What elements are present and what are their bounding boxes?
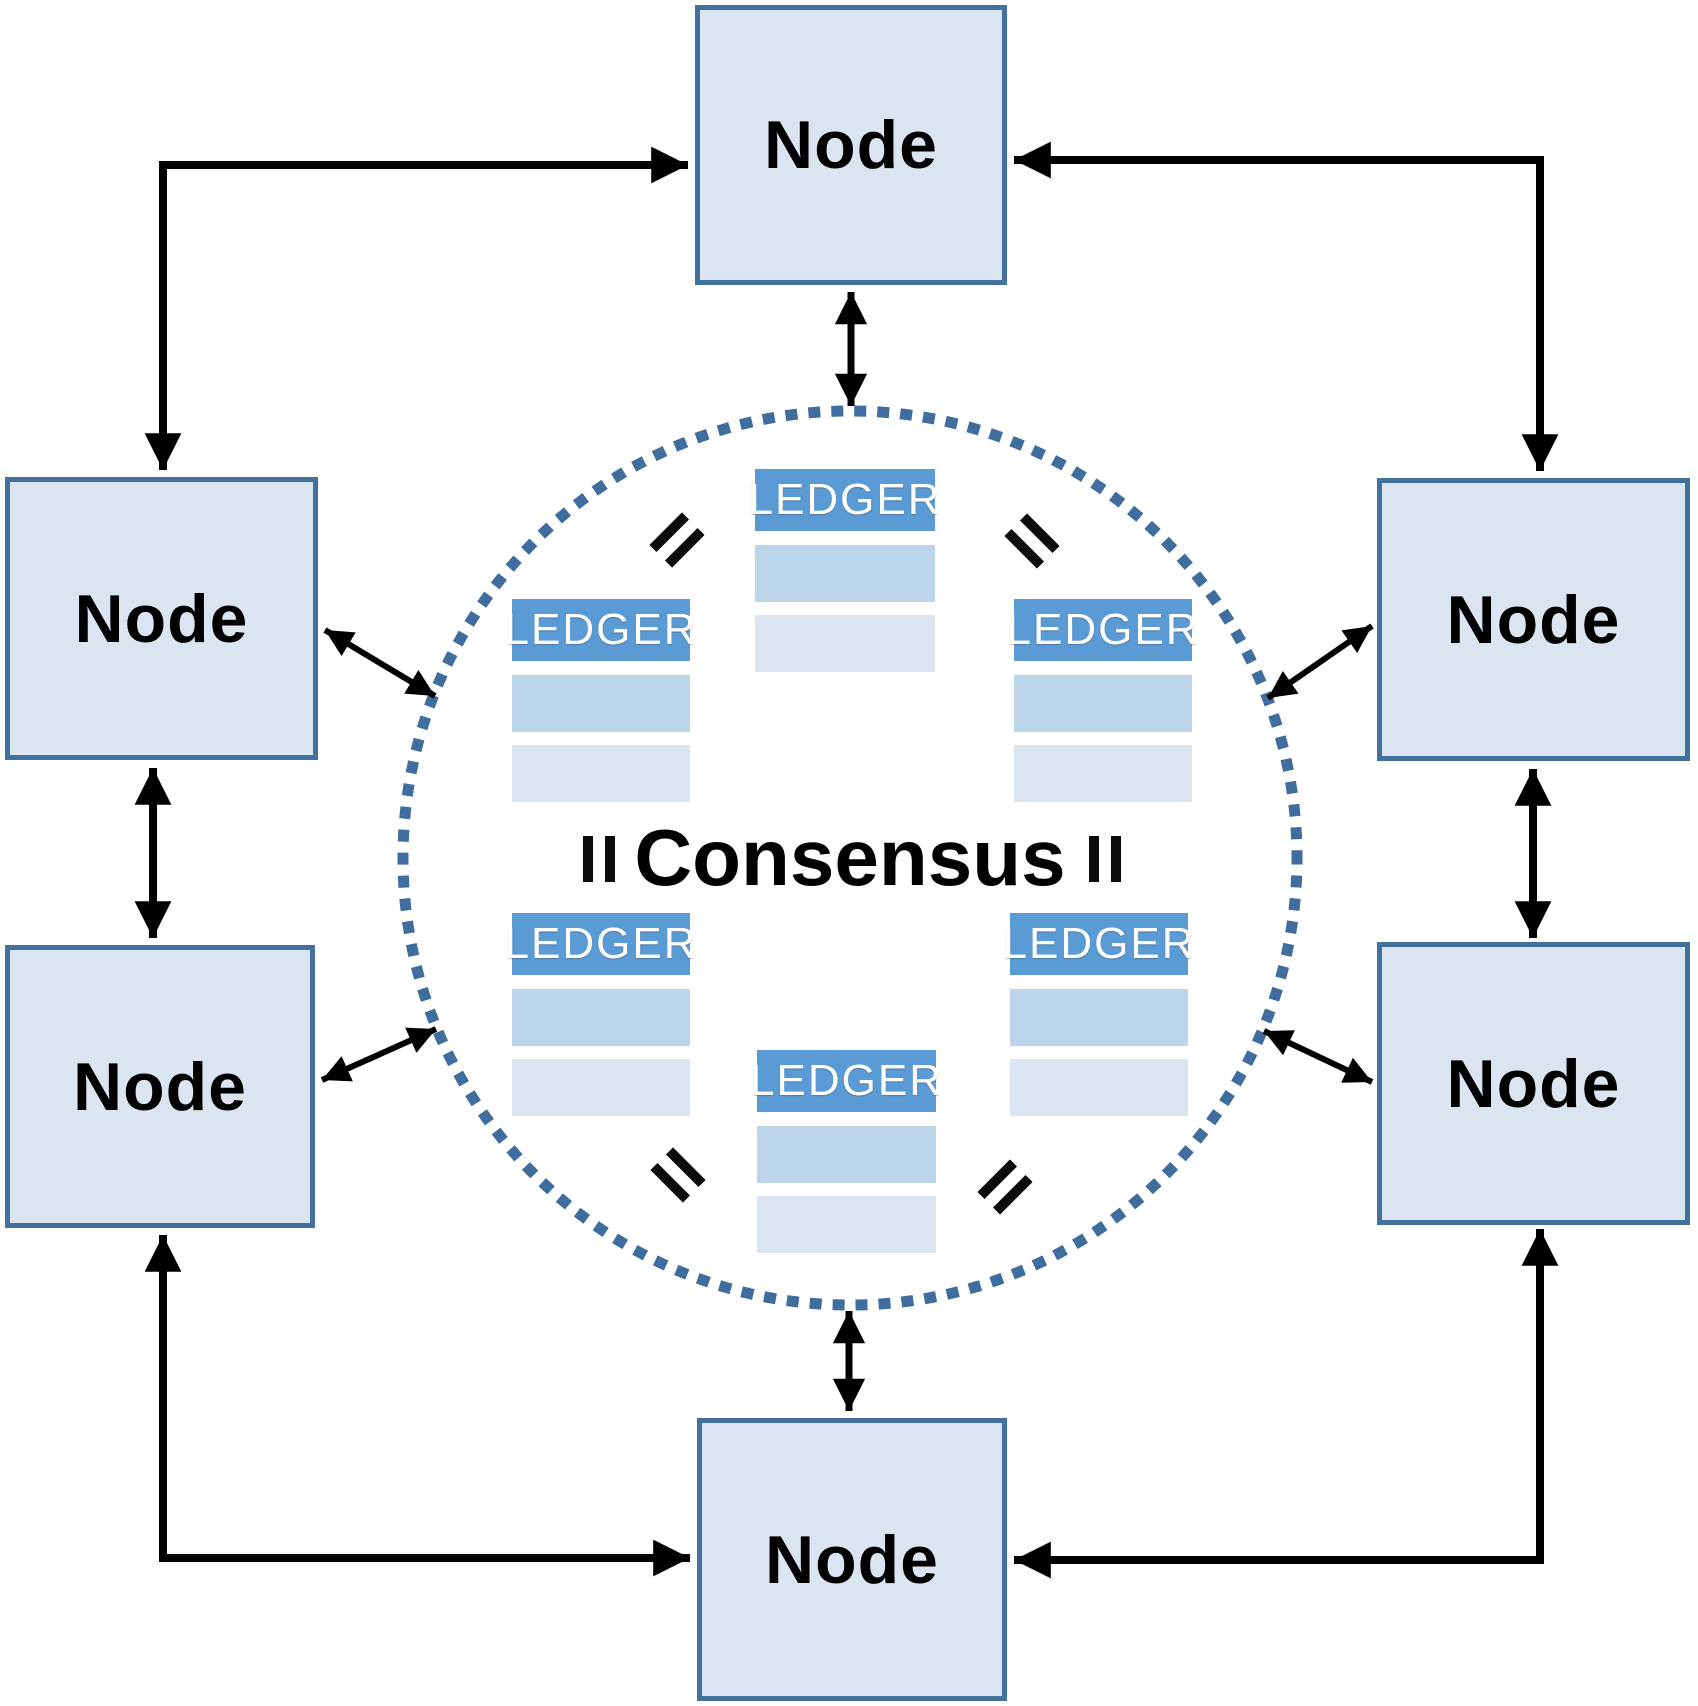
ledger-header: LEDGER bbox=[749, 469, 939, 531]
node-box-left-upper: Node bbox=[5, 477, 318, 760]
ledger-empty-row bbox=[757, 1196, 936, 1253]
ledger-table-upper-right: LEDGER bbox=[1007, 599, 1197, 802]
arrow-diagonal-upperleft bbox=[323, 627, 437, 699]
node-label: Node bbox=[764, 107, 938, 183]
arrow-bottomleft-elbow bbox=[144, 1235, 690, 1577]
consensus-circle bbox=[397, 405, 1303, 1311]
ledger-header: LEDGER bbox=[1003, 913, 1193, 975]
arrow-topright-elbow bbox=[1014, 141, 1559, 471]
ledger-table-lower-right: LEDGER bbox=[1003, 913, 1193, 1116]
ledger-empty-row bbox=[512, 745, 690, 802]
arrow-bottomright-elbow bbox=[1014, 1229, 1559, 1579]
node-box-right-upper: Node bbox=[1377, 478, 1690, 761]
arrow-diagonal-lowerright bbox=[1262, 1028, 1374, 1085]
node-box-bottom: Node bbox=[697, 1418, 1007, 1701]
ledger-table-top: LEDGER bbox=[749, 469, 939, 672]
node-label: Node bbox=[73, 1048, 247, 1125]
ledger-empty-row bbox=[755, 545, 935, 602]
ledger-header: LEDGER bbox=[750, 1050, 941, 1112]
ledger-header: LEDGER bbox=[1007, 599, 1197, 661]
node-label: Node bbox=[1446, 581, 1621, 658]
arrow-diagonal-upperright bbox=[1266, 623, 1374, 701]
node-box-top: Node bbox=[695, 5, 1007, 285]
ledger-empty-row bbox=[1010, 989, 1188, 1046]
ledger-empty-row bbox=[757, 1126, 936, 1183]
ledger-empty-row bbox=[512, 1059, 690, 1116]
ledger-empty-row bbox=[1014, 745, 1192, 802]
node-label: Node bbox=[765, 1521, 939, 1598]
node-label: Node bbox=[74, 580, 249, 657]
ledger-table-upper-left: LEDGER bbox=[505, 599, 695, 802]
node-label: Node bbox=[1446, 1045, 1621, 1122]
ledger-empty-row bbox=[512, 675, 690, 732]
node-box-left-lower: Node bbox=[5, 945, 315, 1228]
ledger-header: LEDGER bbox=[505, 599, 695, 661]
arrow-topleft-elbow bbox=[144, 146, 688, 470]
ledger-empty-row bbox=[512, 989, 690, 1046]
ledger-empty-row bbox=[1014, 675, 1192, 732]
ledger-table-lower-left: LEDGER bbox=[505, 913, 695, 1116]
ledger-empty-row bbox=[755, 615, 935, 672]
ledger-header: LEDGER bbox=[505, 913, 695, 975]
equals-icon bbox=[583, 836, 615, 882]
equals-icon bbox=[1089, 836, 1121, 882]
ledger-empty-row bbox=[1010, 1059, 1188, 1116]
arrow-diagonal-lowerleft bbox=[320, 1026, 438, 1083]
ledger-table-bottom: LEDGER bbox=[750, 1050, 941, 1253]
node-box-right-lower: Node bbox=[1377, 942, 1690, 1225]
consensus-label: Consensus bbox=[634, 813, 1066, 902]
